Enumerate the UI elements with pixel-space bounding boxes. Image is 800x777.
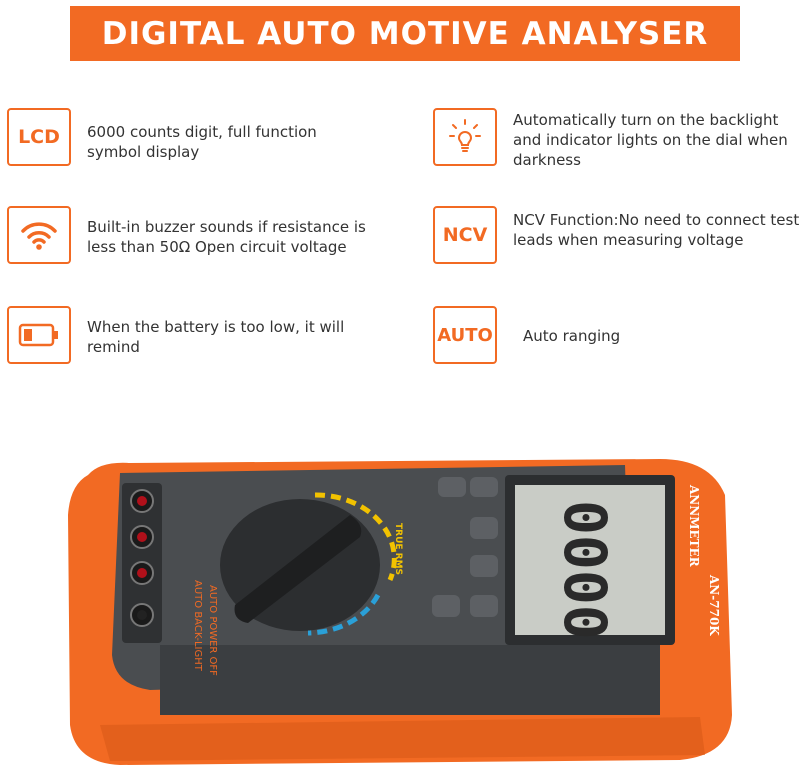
brand-label: ANNMETER — [687, 484, 701, 568]
model-label: AN-770K — [707, 574, 721, 636]
lcd-badge: LCD — [7, 108, 71, 166]
feature-auto: AUTO Auto ranging — [433, 306, 723, 364]
feature-lcd-text: 6000 counts digit, full function symbol … — [87, 123, 317, 161]
feature-backlight: Automatically turn on the backlight and … — [433, 108, 800, 170]
feature-backlight-text: Automatically turn on the backlight and … — [513, 111, 788, 169]
multimeter-image: 0000 ANNMETER AN-770K TRUE RMS AUTO POWE… — [68, 459, 732, 765]
lcd-readout: 0000 — [551, 500, 619, 640]
auto-backlight-label: AUTO BACK-LIGHT — [192, 580, 203, 672]
feature-auto-text: Auto ranging — [523, 327, 621, 345]
function-buttons — [432, 477, 498, 617]
auto-badge: AUTO — [433, 306, 497, 364]
input-jacks — [122, 483, 162, 643]
auto-power-label: AUTO POWER OFF — [207, 585, 218, 676]
battery-icon — [7, 306, 71, 364]
feature-lcd: LCD 6000 counts digit, full function sym… — [7, 108, 347, 166]
feature-buzzer-text: Built-in buzzer sounds if resistance is … — [87, 218, 366, 256]
ncv-badge: NCV — [433, 206, 497, 264]
true-rms-label: TRUE RMS — [393, 523, 403, 575]
lightbulb-icon — [433, 108, 497, 166]
rotary-dial — [220, 492, 397, 636]
page-title: DIGITAL AUTO MOTIVE ANALYSER — [101, 15, 709, 52]
feature-battery: When the battery is too low, it will rem… — [7, 306, 367, 364]
wifi-icon — [7, 206, 71, 264]
lcd-screen: 0000 — [505, 475, 675, 645]
feature-battery-text: When the battery is too low, it will rem… — [87, 318, 345, 356]
feature-ncv-text: NCV Function:No need to connect test lea… — [513, 211, 800, 249]
feature-buzzer: Built-in buzzer sounds if resistance is … — [7, 206, 387, 264]
title-banner: DIGITAL AUTO MOTIVE ANALYSER — [70, 6, 740, 61]
feature-ncv: NCV NCV Function:No need to connect test… — [433, 206, 800, 264]
